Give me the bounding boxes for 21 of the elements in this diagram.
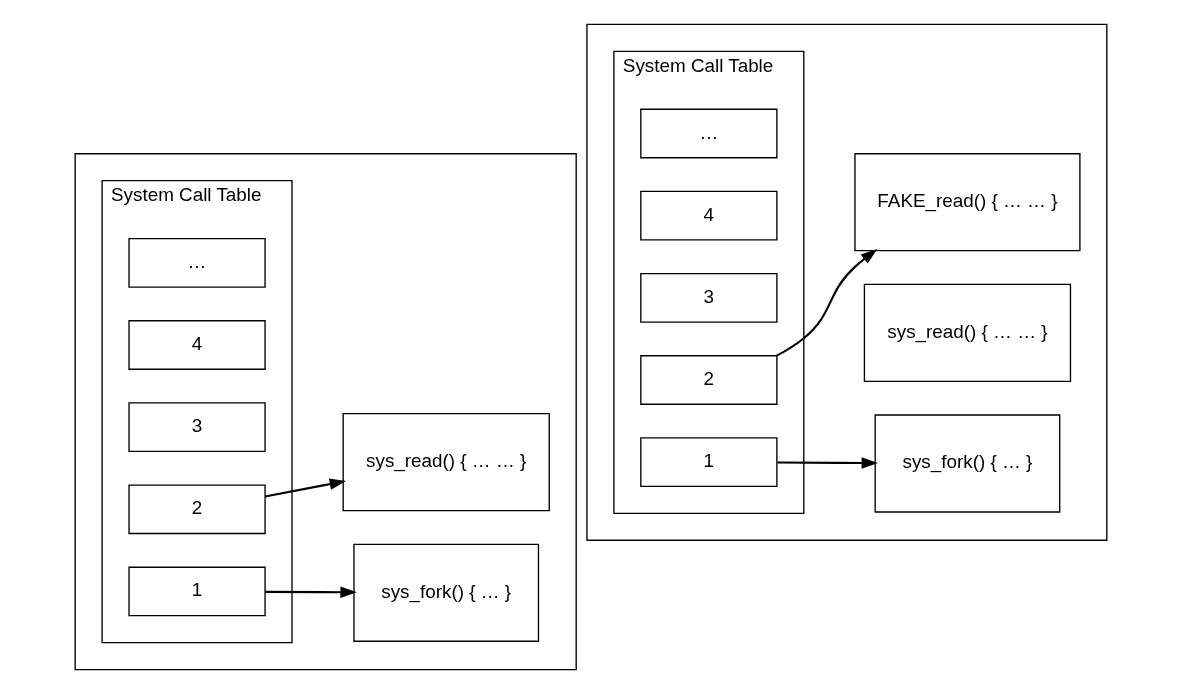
node-box: 2	[128, 484, 266, 535]
arrow	[776, 249, 878, 357]
cluster	[74, 153, 577, 671]
node-box: 1	[640, 437, 778, 488]
node-box: …	[640, 108, 778, 159]
node-box: sys_read() { … … }	[342, 413, 550, 512]
node-box: sys_fork() { … }	[874, 414, 1061, 513]
node-box: sys_fork() { … }	[353, 543, 540, 642]
node-box: 3	[128, 402, 266, 453]
arrow	[264, 478, 347, 498]
node-box: FAKE_read() { … … }	[854, 153, 1081, 252]
node-box: sys_read() { … … }	[863, 283, 1072, 382]
node-box: 3	[640, 272, 778, 323]
node-box: 1	[128, 566, 266, 617]
cluster	[586, 23, 1108, 541]
arrow	[265, 586, 357, 598]
node-box: …	[128, 237, 266, 288]
node-box: 4	[640, 190, 778, 241]
node-box: 2	[640, 355, 778, 405]
node-box: 4	[128, 320, 266, 370]
arrow	[777, 457, 879, 469]
